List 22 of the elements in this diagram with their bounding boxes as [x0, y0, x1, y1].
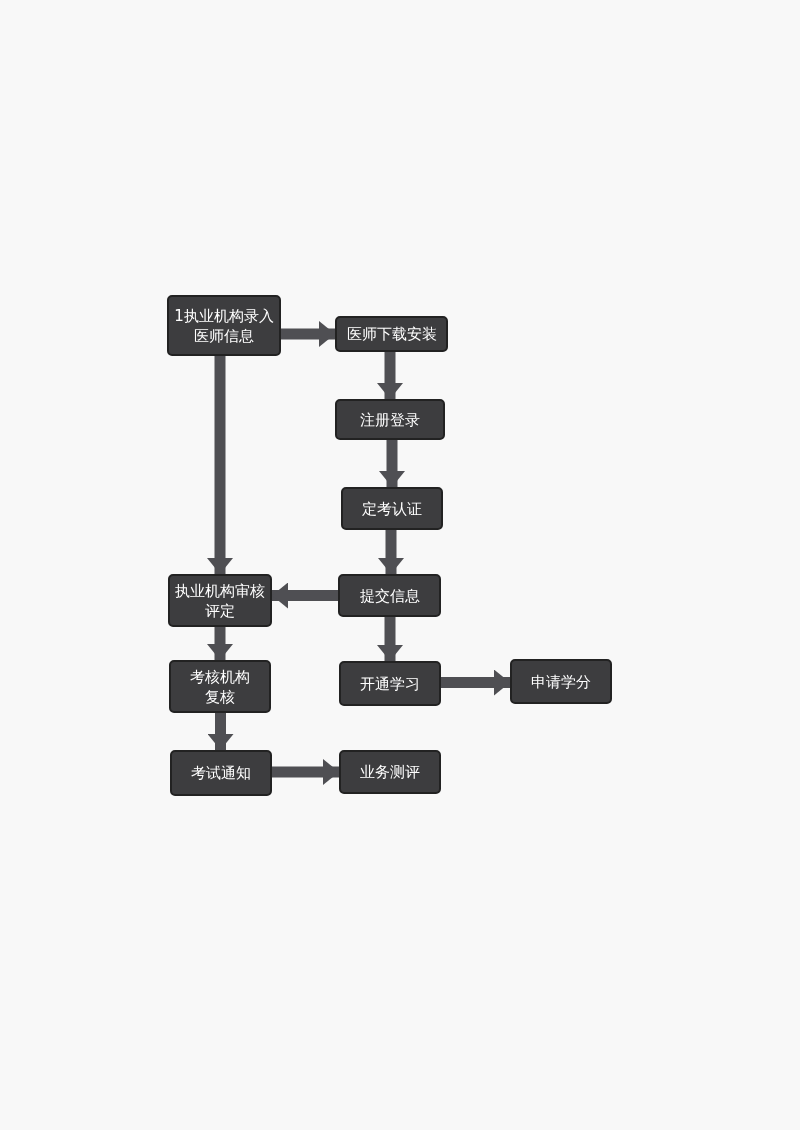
arrow [207, 713, 234, 750]
arrow [272, 582, 338, 609]
arrow [377, 352, 403, 399]
process-box: 考试通知 [170, 750, 272, 796]
arrow [378, 530, 404, 574]
arrow [272, 759, 339, 785]
arrow [441, 669, 510, 696]
process-box: 业务测评 [339, 750, 441, 794]
process-box: 执业机构审核评定 [168, 574, 272, 627]
arrow [207, 627, 233, 660]
process-box: 开通学习 [339, 661, 441, 706]
process-box: 医师下载安装 [335, 316, 448, 352]
process-box: 1执业机构录入医师信息 [167, 295, 281, 356]
arrow [379, 440, 405, 487]
process-box: 申请学分 [510, 659, 612, 704]
arrow [377, 617, 403, 661]
process-box: 注册登录 [335, 399, 445, 440]
process-box: 提交信息 [338, 574, 441, 617]
process-box: 考核机构复核 [169, 660, 271, 713]
process-box: 定考认证 [341, 487, 443, 530]
arrow [207, 356, 233, 574]
arrow [281, 321, 335, 347]
